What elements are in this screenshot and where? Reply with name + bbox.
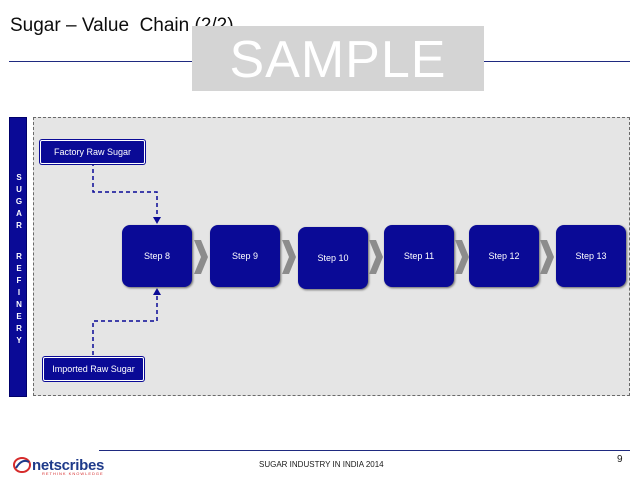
- step-box: Step 9: [210, 225, 280, 287]
- side-letter: U: [16, 185, 22, 194]
- logo-wordmark: netscribes: [32, 456, 105, 474]
- logo-tagline: RETHINK KNOWLEDGE: [42, 471, 104, 476]
- step-box: Step 11: [384, 225, 454, 287]
- sample-watermark: SAMPLE: [192, 26, 484, 91]
- footer-divider: [99, 450, 630, 451]
- side-letter: E: [16, 312, 22, 321]
- side-letter: R: [16, 324, 22, 333]
- side-letter: N: [16, 300, 22, 309]
- title-underline-left: [9, 61, 192, 62]
- logo-swoosh-icon: [13, 457, 31, 473]
- page-number: 9: [617, 454, 623, 465]
- side-letter: R: [16, 221, 22, 230]
- side-letter: A: [16, 209, 22, 218]
- sugar-refinery-sidebar: S U G A R R E F I N E R Y: [9, 117, 27, 397]
- step-box: Step 12: [469, 225, 539, 287]
- page-title: Sugar – Value Chain (2/2): [10, 15, 234, 36]
- factory-raw-sugar-box: Factory Raw Sugar: [40, 140, 145, 164]
- side-letter: G: [15, 197, 23, 206]
- side-letter: I: [17, 288, 21, 297]
- arrowhead-down: [153, 217, 161, 224]
- chevron-arrow-icon: [194, 240, 208, 274]
- side-letter: Y: [16, 336, 22, 345]
- netscribes-logo: netscribes RETHINK KNOWLEDGE: [12, 455, 105, 476]
- chevron-arrow-icon: [540, 240, 554, 274]
- step-box: Step 10: [298, 227, 368, 289]
- connector-top: [92, 162, 158, 218]
- step-box: Step 8: [122, 225, 192, 287]
- connector-bottom: [92, 295, 158, 355]
- side-letter: R: [16, 252, 22, 261]
- step-box: Step 13: [556, 225, 626, 287]
- footer-title: SUGAR INDUSTRY IN INDIA 2014: [259, 460, 384, 469]
- side-letter: F: [16, 276, 22, 285]
- side-letter: E: [16, 264, 22, 273]
- imported-raw-sugar-box: Imported Raw Sugar: [43, 357, 144, 381]
- chevron-arrow-icon: [282, 240, 296, 274]
- title-underline-right: [484, 61, 630, 62]
- side-letter: S: [16, 173, 22, 182]
- arrowhead-up: [153, 288, 161, 295]
- chevron-arrow-icon: [455, 240, 469, 274]
- chevron-arrow-icon: [369, 240, 383, 274]
